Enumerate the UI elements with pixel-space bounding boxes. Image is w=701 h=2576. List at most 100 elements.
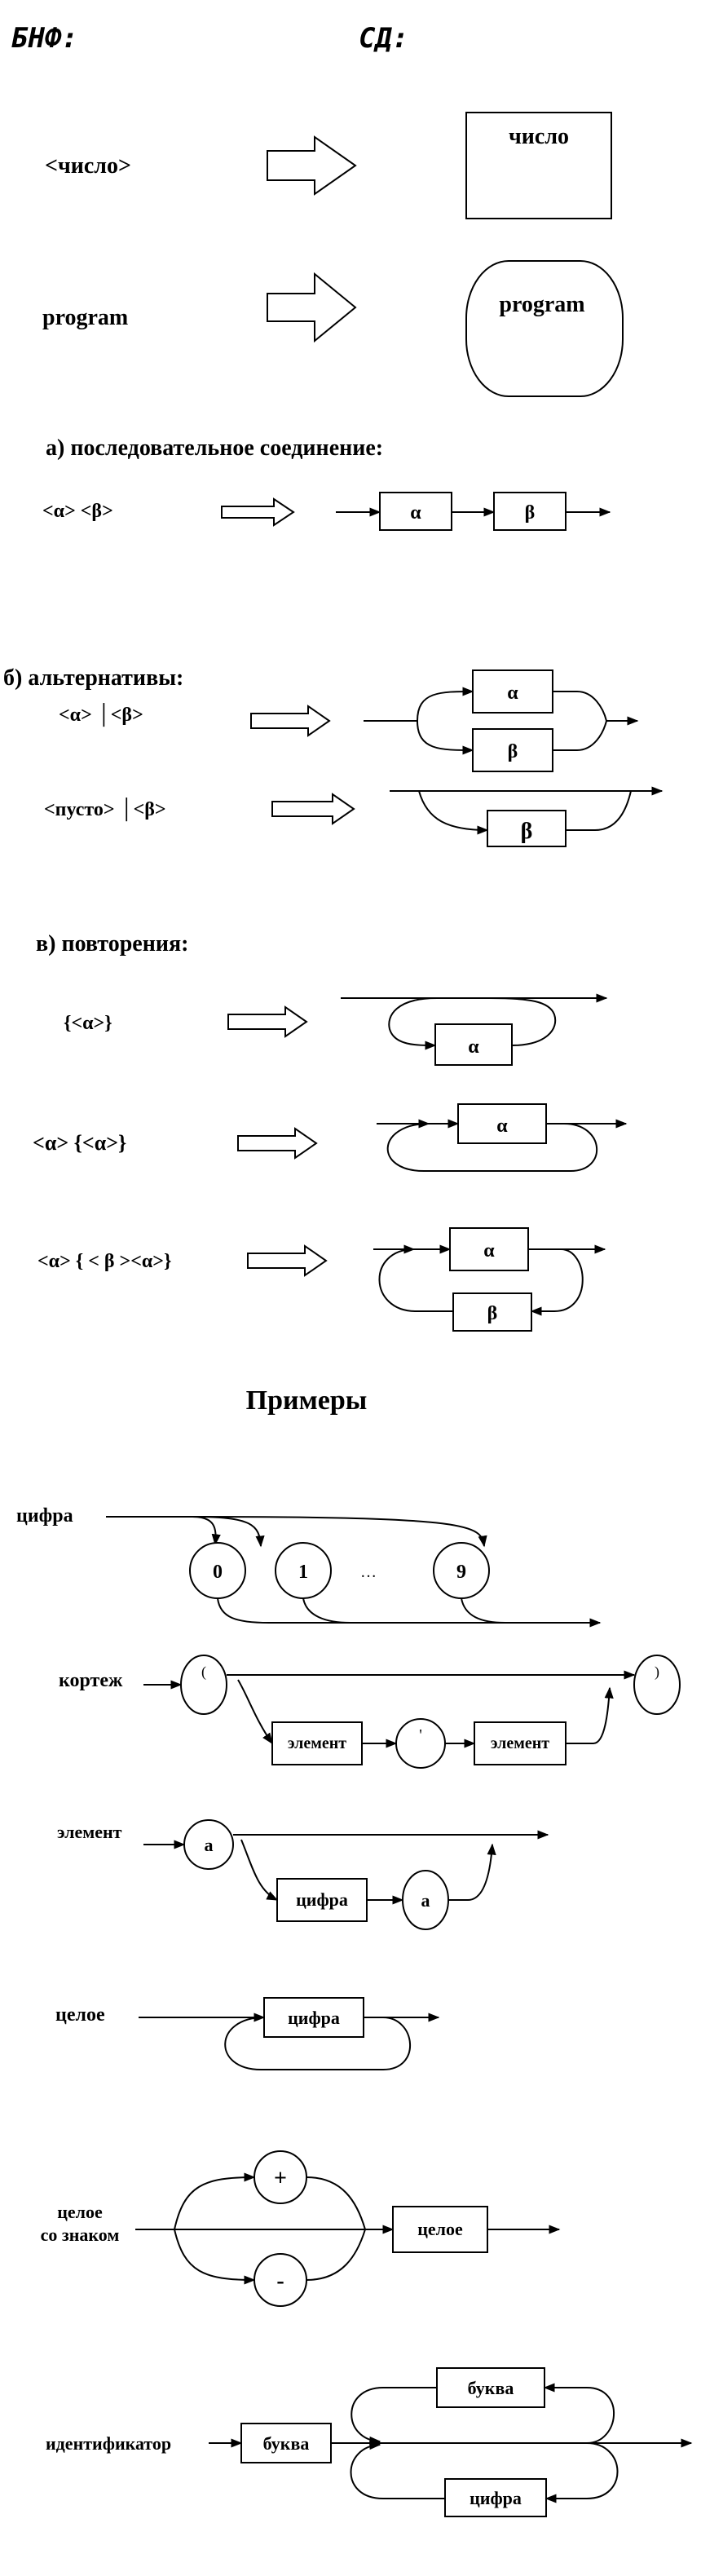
beta-label: β (487, 1303, 498, 1324)
branch-line (240, 1839, 279, 1901)
beta-box (452, 1292, 532, 1332)
examples-title: Примеры (246, 1385, 368, 1416)
letter-label: буква (263, 2433, 310, 2454)
loop-line (388, 997, 438, 1050)
digit-label: цифра (470, 2488, 522, 2508)
element-label: элемент (491, 1734, 549, 1752)
alpha-label: α (410, 502, 421, 524)
merge-line (448, 1843, 496, 1901)
beta-label: β (508, 741, 518, 762)
letter-a-label: a (421, 1890, 430, 1911)
branch-line (417, 720, 474, 755)
beta-box (493, 492, 567, 531)
merge-line (566, 790, 632, 831)
branch-line (174, 2229, 256, 2285)
letter-label: буква (468, 2378, 514, 2398)
integer-label: целое (417, 2219, 463, 2239)
section-sequence-title: а) последовательное соединение: (46, 435, 383, 461)
branch-line (417, 687, 474, 722)
transform-arrow-icon (271, 793, 355, 825)
alpha-box (449, 1227, 529, 1271)
number-box-label: число (509, 124, 569, 149)
number-bnf-text: <число> (45, 153, 131, 179)
digit-nine-label: 9 (456, 1562, 466, 1583)
merge-line (553, 720, 607, 751)
transform-arrow-icon (250, 705, 331, 737)
section-alternatives-title: б) альтернативы: (3, 665, 183, 691)
section-repetitions-title: в) повторения: (36, 931, 188, 957)
branch-line (192, 1516, 265, 1548)
loop-line (543, 2383, 615, 2444)
integer-box (392, 2206, 488, 2253)
loop-line (488, 997, 557, 1046)
program-box-label: program (499, 292, 584, 317)
program-rounded-box (465, 260, 624, 397)
transform-arrow-icon (247, 1244, 328, 1277)
identifier-rule-label: идентификатор (46, 2433, 171, 2454)
repetition-one-or-more-bnf-text: <α> {<α>} (33, 1131, 126, 1155)
alpha-box (472, 669, 553, 714)
alpha-label: α (507, 683, 518, 704)
element-box (271, 1721, 363, 1765)
loop-line (378, 1244, 453, 1312)
element-rule-label: элемент (57, 1822, 122, 1842)
digit-ellipsis: … (360, 1563, 377, 1581)
alpha-label: α (483, 1240, 495, 1261)
branch-line (237, 1679, 273, 1745)
branch-line (418, 790, 489, 835)
letter-a-circle (183, 1819, 234, 1870)
sequence-bnf-text: <α> <β> (42, 501, 113, 522)
digit-box (444, 2478, 547, 2517)
signed-integer-label-line1: целое (57, 2202, 103, 2222)
branch-line (192, 1516, 487, 1548)
loop-line (544, 2442, 619, 2503)
beta-label: β (521, 819, 533, 844)
element-label: элемент (288, 1734, 346, 1752)
merge-line (566, 1686, 614, 1744)
bnf-header: БНФ: (11, 22, 78, 55)
letter-box (240, 2423, 332, 2463)
beta-label: β (525, 502, 536, 524)
comma-label: ' (419, 1726, 422, 1744)
loop-line (350, 2440, 445, 2499)
plus-label: + (274, 2166, 287, 2191)
open-paren-label: ( (201, 1664, 206, 1681)
digit-label: цифра (288, 2008, 340, 2028)
branch-line (174, 2172, 256, 2230)
signed-integer-label-line2: со знаком (41, 2225, 120, 2245)
merge-line (553, 691, 607, 722)
integer-rule-label: целое (55, 2004, 105, 2026)
transform-arrow-icon (227, 1005, 308, 1038)
digit-box (263, 1997, 364, 2038)
merge-line (217, 1597, 270, 1624)
transform-arrow-icon (267, 135, 357, 196)
letter-a-label: a (205, 1835, 214, 1855)
repetition-bnf-text: {<α>} (64, 1013, 112, 1034)
alternatives-bnf-text: <α> │<β> (59, 703, 143, 727)
alpha-box (379, 492, 452, 531)
sd-header: СД: (359, 22, 408, 55)
number-box (465, 112, 612, 219)
merge-line (306, 2229, 366, 2281)
loop-line (530, 1248, 584, 1316)
digit-one-label: 1 (298, 1562, 308, 1583)
digit-box (276, 1878, 368, 1922)
loop-line (224, 2017, 412, 2070)
transform-arrow-icon (267, 272, 357, 343)
digit-zero-label: 0 (213, 1562, 223, 1583)
open-paren-ellipse (180, 1655, 227, 1715)
merge-line (306, 2176, 366, 2230)
loop-line (386, 1119, 598, 1172)
empty-alternative-bnf-text: <пусто> │<β> (44, 798, 166, 822)
minus-label: - (276, 2269, 284, 2294)
branch-line (192, 1516, 221, 1546)
alpha-label: α (496, 1116, 508, 1137)
close-paren-label: ) (655, 1664, 659, 1681)
repetition-separator-bnf-text: <α> { < β ><α>} (37, 1251, 171, 1272)
merge-line (461, 1597, 506, 1624)
alpha-label: α (468, 1036, 479, 1058)
merge-line (302, 1597, 351, 1624)
loop-line (350, 2387, 437, 2446)
digit-label: цифра (296, 1889, 348, 1910)
